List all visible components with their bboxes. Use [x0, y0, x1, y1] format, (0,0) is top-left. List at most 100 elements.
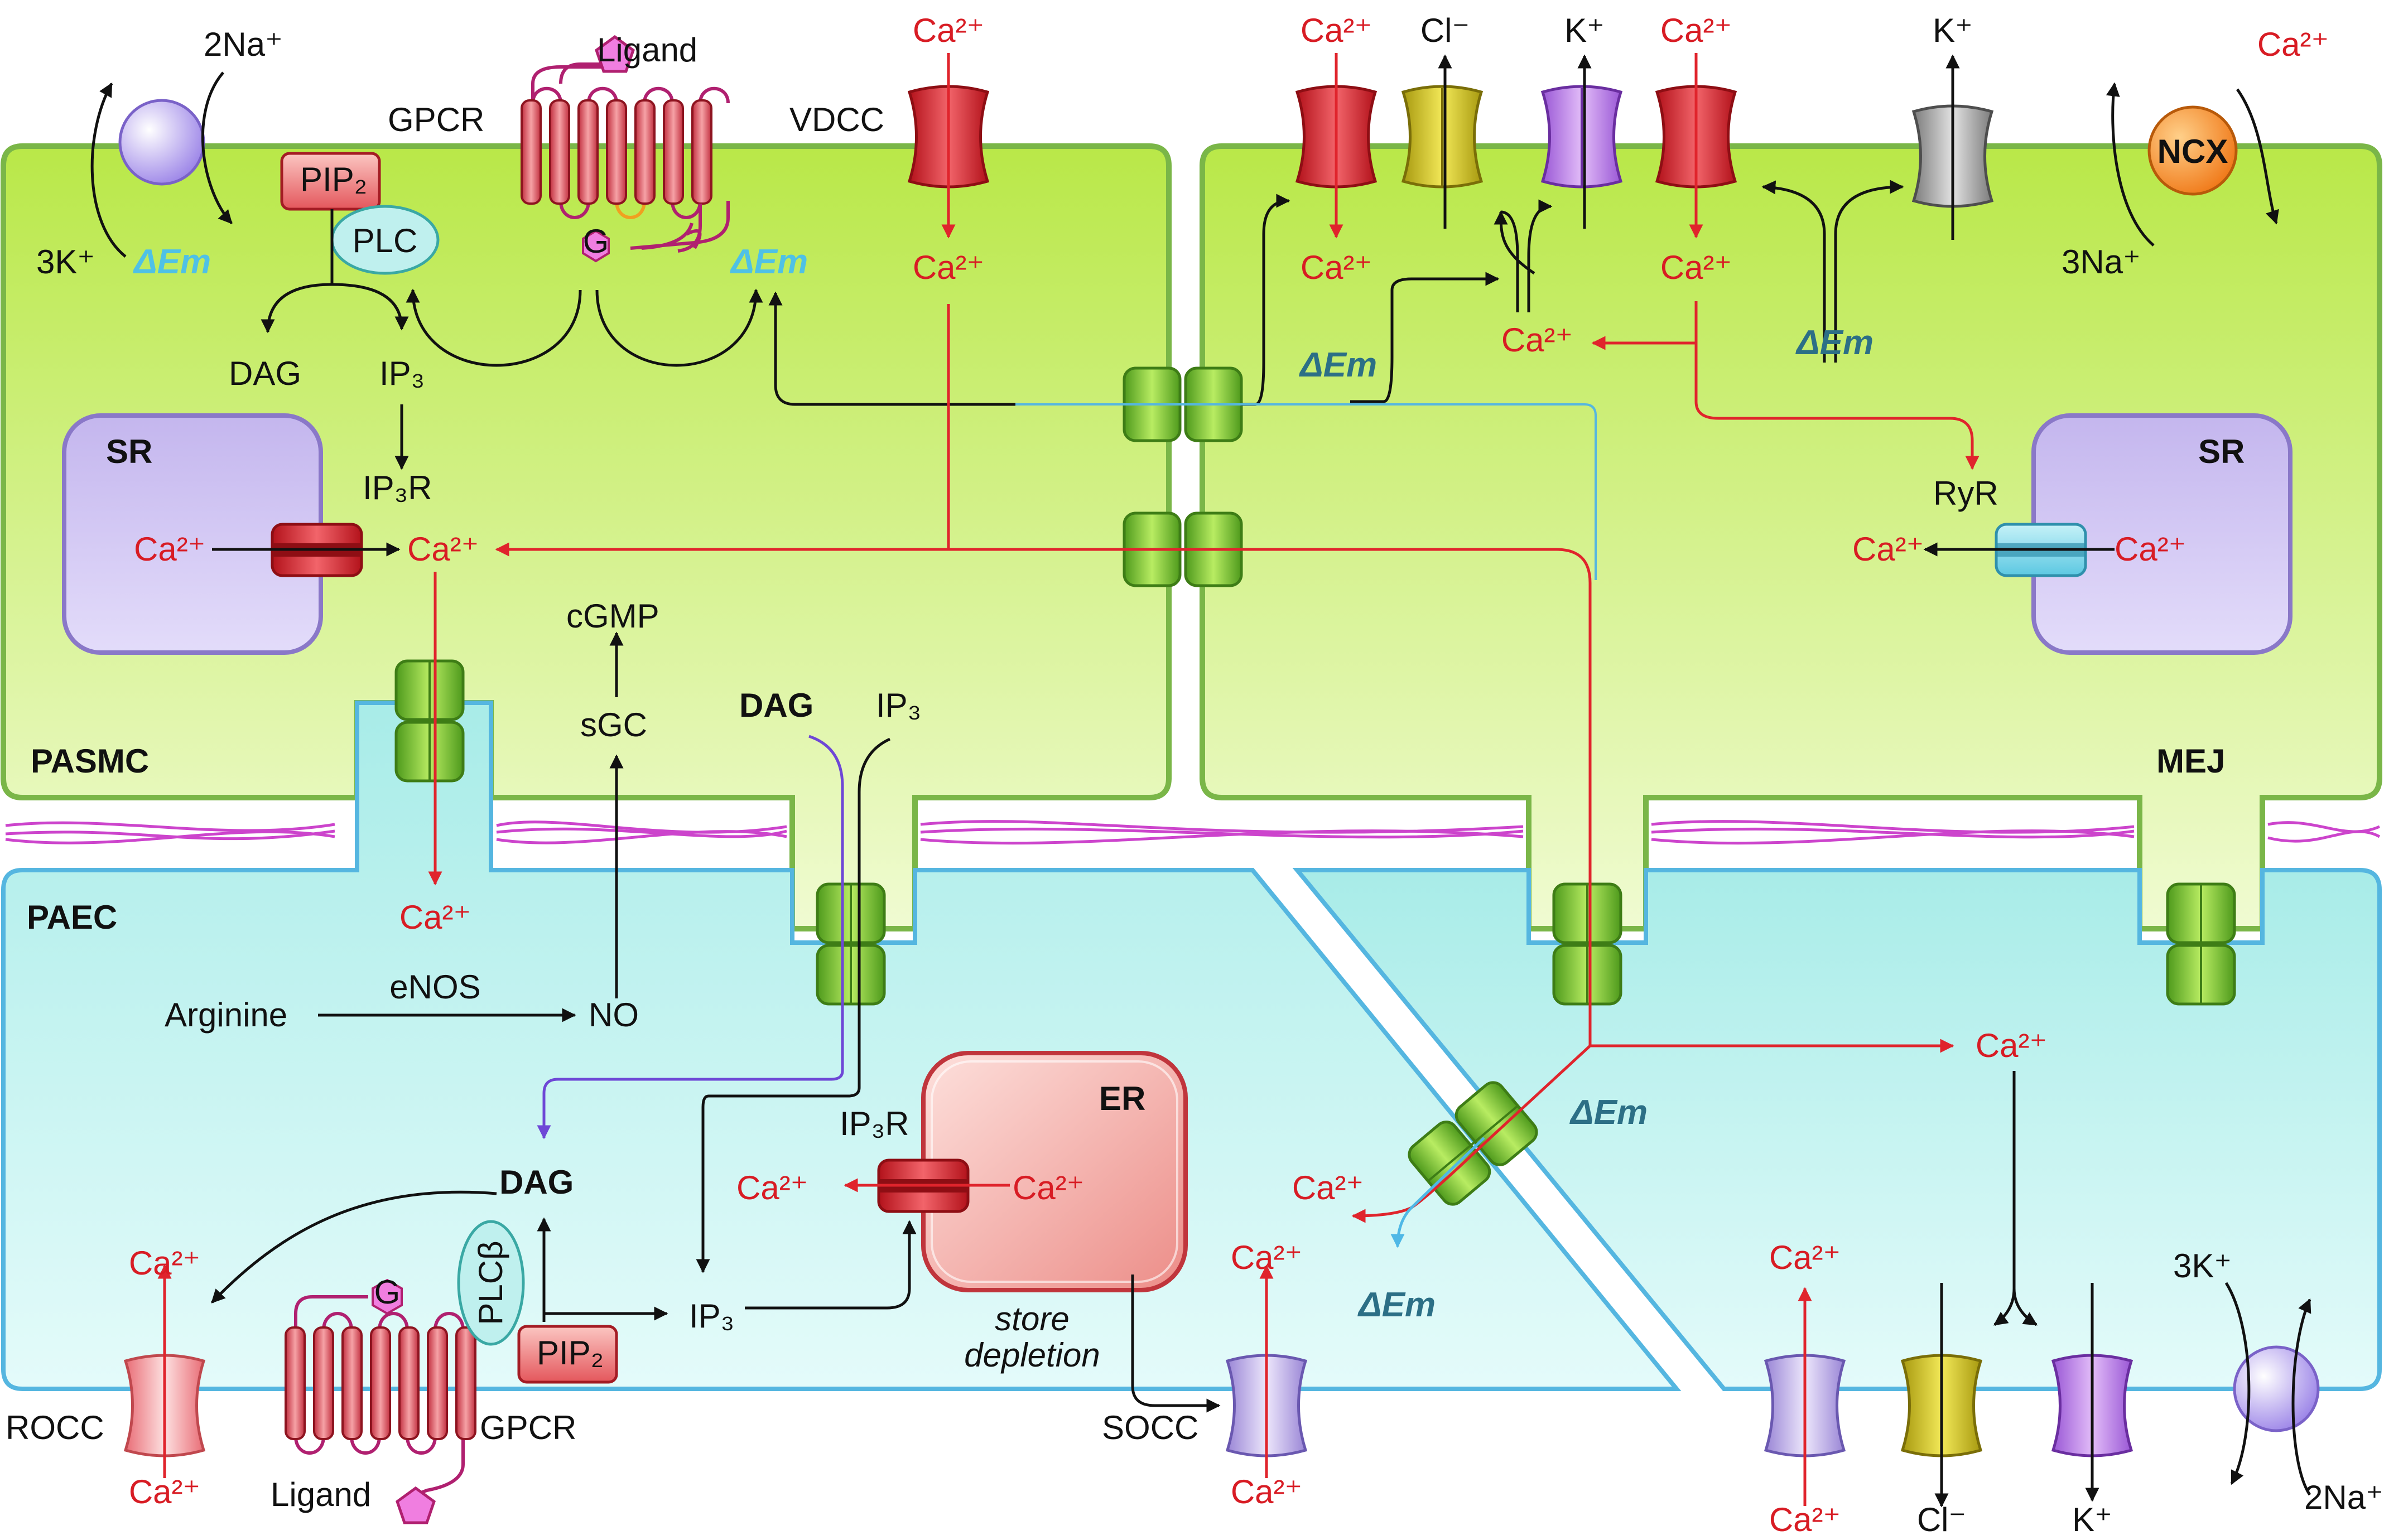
gap-junction-mej-right-a [1552, 882, 1622, 1006]
label-ca-vdcc-out: Ca²⁺ [913, 12, 984, 49]
sr-right: SR [2031, 413, 2293, 655]
label-sgc: sGC [580, 706, 647, 744]
na-k-pump-left-smc [118, 99, 205, 186]
label-3na-ncx: 3Na⁺ [2062, 243, 2141, 281]
sr-left-label: SR [106, 433, 152, 470]
ncx-exchanger: NCX [2147, 105, 2238, 196]
label-enos: eNOS [389, 968, 480, 1006]
label-ca-vdcc-in: Ca²⁺ [913, 249, 984, 286]
ncx-label: NCX [2157, 133, 2228, 170]
arrow-dem-blue [1390, 1137, 1485, 1248]
label-cgmp: cGMP [566, 597, 659, 635]
ligand-pentagon-smc [595, 35, 635, 73]
label-ca-socc-in: Ca²⁺ [1231, 1239, 1302, 1276]
label-arginine: Arginine [165, 996, 287, 1034]
label-dag-smc: DAG [229, 355, 301, 392]
label-gpcr-smc: GPCR [388, 101, 484, 138]
gap-junction-mej-right-b [2166, 882, 2236, 1006]
label-ca-ec-gap: Ca²⁺ [1292, 1169, 1364, 1206]
pip2-smc-label: PIP₂ [300, 161, 367, 198]
g-protein-smc: G [582, 223, 610, 263]
paec-left-cell [1, 701, 1682, 1391]
label-ip3-smc: IP₃ [379, 355, 425, 392]
label-ip3-mej: IP₃ [876, 687, 921, 724]
labels-ec: PAEC Ca²⁺ Arginine eNOS NO DAG IP₃R Ca²⁺… [6, 899, 2383, 1538]
label-k-ec: K⁺ [2072, 1501, 2112, 1538]
k-channel-smc-1 [1540, 85, 1623, 189]
label-3k-ec: 3K⁺ [2173, 1247, 2232, 1285]
label-store: store [995, 1300, 1069, 1338]
label-ip3r-smc: IP₃R [363, 469, 432, 506]
gap-junction-mej-left [394, 659, 465, 783]
label-dag-ec: DAG [499, 1164, 574, 1201]
label-dem-smc-2: ΔEm [730, 243, 808, 281]
pip2-ec-label: PIP₂ [537, 1334, 604, 1372]
label-socc: SOCC [1102, 1409, 1198, 1446]
label-dag-mej: DAG [739, 687, 813, 724]
label-ca-ec-ch-in: Ca²⁺ [1769, 1239, 1841, 1276]
gpcr-ec-helices [285, 1326, 476, 1440]
plcb-ec-label: PLCβ [472, 1240, 509, 1325]
label-3k-smc: 3K⁺ [36, 243, 95, 281]
label-ca-sr-right: Ca²⁺ [2115, 530, 2186, 568]
labels-left-smc: 2Na⁺ 3K⁺ ΔEm Ligand GPCR VDCC Ca²⁺ Ca²⁺ … [31, 12, 984, 780]
label-paec: PAEC [27, 899, 117, 936]
label-2na-smc: 2Na⁺ [204, 26, 283, 63]
sr-right-label: SR [2198, 433, 2245, 470]
label-ca-ec-ch-out: Ca²⁺ [1769, 1501, 1841, 1538]
plcb-ec: PLCβ [457, 1220, 525, 1346]
label-pasmc: PASMC [31, 742, 149, 780]
gpcr-ec [294, 1295, 465, 1496]
line-blue-boundary [1015, 403, 1597, 580]
pip2-smc: PIP₂ [280, 152, 381, 211]
label-cl-smc: Cl⁻ [1420, 12, 1470, 49]
label-vdcc: VDCC [789, 101, 884, 138]
gpcr-smc-nterm [559, 62, 600, 84]
g-protein-smc-label: G [583, 223, 609, 260]
label-ca-mej-ec: Ca²⁺ [399, 899, 471, 936]
label-ligand-smc: Ligand [597, 31, 697, 69]
label-gpcr-ec: GPCR [480, 1409, 576, 1446]
label-ca-socc-out: Ca²⁺ [1231, 1473, 1302, 1510]
label-k-smc-2: K⁺ [1933, 12, 1973, 49]
er-label: ER [1099, 1080, 1145, 1117]
gap-junction-ec-ec [1408, 1081, 1538, 1206]
label-dem-smc-1: ΔEm [133, 243, 211, 281]
gpcr-smc-helices [521, 99, 712, 205]
label-ca-ch2-out: Ca²⁺ [1660, 12, 1732, 49]
pip2-ec: PIP₂ [517, 1325, 618, 1384]
label-dem-smc-3: ΔEm [1299, 346, 1377, 384]
label-k-smc-1: K⁺ [1564, 12, 1605, 49]
label-ca-ch2-in: Ca²⁺ [1660, 249, 1732, 286]
arrows-black [90, 54, 2311, 1508]
label-ca-cytosol-smc: Ca²⁺ [407, 530, 479, 568]
label-ryr: RyR [1933, 475, 1998, 512]
label-ligand-ec: Ligand [271, 1476, 371, 1513]
na-k-pump-ec [2233, 1345, 2320, 1432]
label-ca-rocc-in: Ca²⁺ [129, 1244, 200, 1282]
label-ca-ec-right: Ca²⁺ [1976, 1027, 2047, 1064]
g-protein-ec-label: G [374, 1273, 401, 1311]
label-ip3-ec: IP₃ [689, 1297, 734, 1335]
label-rocc: ROCC [6, 1409, 104, 1446]
gpcr-smc-cterm [677, 204, 702, 253]
label-ca-sr-in: Ca²⁺ [134, 530, 205, 568]
ligand-pentagon-ec [396, 1486, 436, 1524]
pasmc-left-cell [1, 143, 1172, 931]
gap-junction-mej-center [816, 882, 886, 1006]
label-dem-smc-4: ΔEm [1795, 324, 1874, 362]
basement-membrane-fibers [5, 820, 2381, 845]
plc-smc-label: PLC [353, 222, 418, 259]
label-2na-ec: 2Na⁺ [2304, 1479, 2383, 1516]
label-ca-er-in: Ca²⁺ [1013, 1169, 1084, 1206]
label-ca-ch1-in: Ca²⁺ [1301, 249, 1372, 286]
label-ca-smc-right: Ca²⁺ [1501, 321, 1573, 359]
cl-channel-smc [1401, 85, 1484, 189]
label-dem-ec-1: ΔEm [1357, 1286, 1436, 1324]
labels-right-smc: Ca²⁺ Ca²⁺ Cl⁻ K⁺ Ca²⁺ Ca²⁺ Ca²⁺ K⁺ Ca²⁺ … [1299, 12, 2329, 780]
label-cl-ec: Cl⁻ [1917, 1501, 1966, 1538]
label-mej: MEJ [2156, 742, 2225, 780]
label-depletion: depletion [964, 1336, 1100, 1374]
label-ca-ch1-out: Ca²⁺ [1301, 12, 1372, 49]
